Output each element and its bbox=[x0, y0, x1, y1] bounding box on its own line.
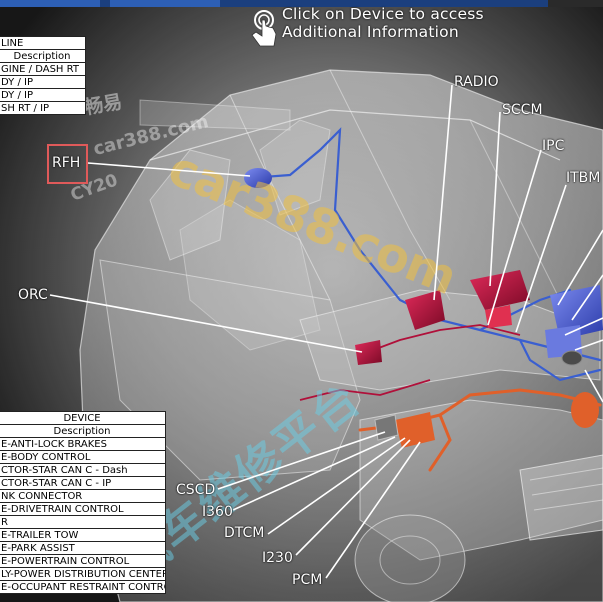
wiring-table-subheader: Description bbox=[0, 49, 86, 63]
hint-line-2: Additional Information bbox=[282, 23, 459, 41]
device-label-cscd[interactable]: CSCD bbox=[176, 482, 216, 498]
hint-line-1: Click on Device to access bbox=[282, 5, 484, 23]
device-label-pcm[interactable]: PCM bbox=[292, 572, 323, 588]
wiring-table-row[interactable]: DY / IP bbox=[0, 75, 86, 89]
toolbar-segment[interactable] bbox=[110, 0, 220, 7]
device-label-ipc[interactable]: IPC bbox=[542, 138, 565, 154]
wiring-location-table: LINE Description GINE / DASH RT DY / IP … bbox=[0, 36, 86, 115]
device-table-row[interactable]: E-TRAILER TOW bbox=[0, 528, 166, 542]
device-table-row[interactable]: CTOR-STAR CAN C - IP bbox=[0, 476, 166, 490]
touch-hand-icon bbox=[251, 10, 277, 47]
device-table-row[interactable]: NK CONNECTOR bbox=[0, 489, 166, 503]
device-label-dtcm[interactable]: DTCM bbox=[224, 525, 265, 541]
wiring-table-row[interactable]: SH RT / IP bbox=[0, 101, 86, 115]
wiring-table-row[interactable]: DY / IP bbox=[0, 88, 86, 102]
device-table-row[interactable]: E-POWERTRAIN CONTROL bbox=[0, 554, 166, 568]
wiring-table-header: LINE bbox=[0, 36, 86, 50]
device-label-orc[interactable]: ORC bbox=[18, 287, 48, 303]
device-table-header: DEVICE bbox=[0, 411, 166, 425]
device-label-radio[interactable]: RADIO bbox=[454, 74, 499, 90]
device-table-row[interactable]: E-DRIVETRAIN CONTROL bbox=[0, 502, 166, 516]
wiring-table-row[interactable]: GINE / DASH RT bbox=[0, 62, 86, 76]
device-table-row[interactable]: LY-POWER DISTRIBUTION CENTER bbox=[0, 567, 166, 581]
device-table-row[interactable]: R bbox=[0, 515, 166, 529]
rfh-selection-box[interactable] bbox=[47, 144, 88, 184]
device-table-row[interactable]: E-OCCUPANT RESTRAINT CONTROLLER bbox=[0, 580, 166, 594]
top-toolbar bbox=[0, 0, 603, 7]
device-label-i360[interactable]: I360 bbox=[202, 504, 233, 520]
device-table-row[interactable]: CTOR-STAR CAN C - Dash bbox=[0, 463, 166, 477]
device-label-rfh[interactable]: RFH bbox=[52, 155, 81, 171]
device-table-row[interactable]: E-BODY CONTROL bbox=[0, 450, 166, 464]
device-table-row[interactable]: E-ANTI-LOCK BRAKES bbox=[0, 437, 166, 451]
device-table-row[interactable]: E-PARK ASSIST bbox=[0, 541, 166, 555]
device-label-itbm[interactable]: ITBM bbox=[566, 170, 601, 186]
device-label-i230[interactable]: I230 bbox=[262, 550, 293, 566]
device-table-subheader: Description bbox=[0, 424, 166, 438]
device-label-sccm[interactable]: SCCM bbox=[502, 102, 543, 118]
toolbar-segment[interactable] bbox=[0, 0, 100, 7]
toolbar-segment[interactable] bbox=[548, 0, 603, 7]
device-hint: Click on Device to access Additional Inf… bbox=[244, 5, 544, 49]
device-table: DEVICE Description E-ANTI-LOCK BRAKES E-… bbox=[0, 411, 166, 594]
hint-text: Click on Device to access Additional Inf… bbox=[282, 5, 484, 41]
